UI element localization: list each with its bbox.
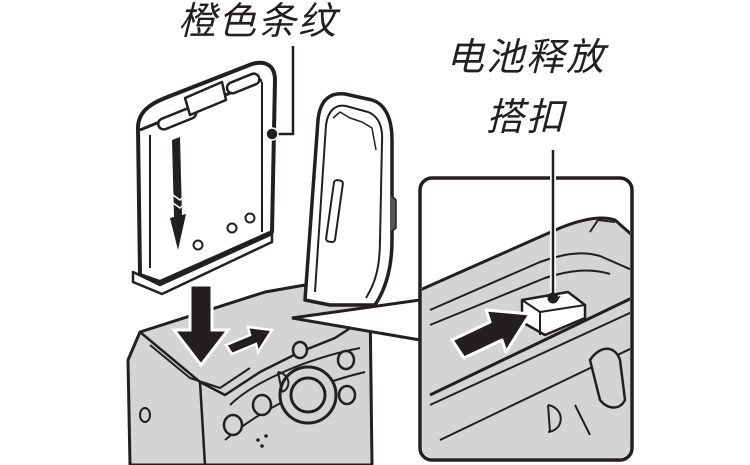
battery-chamber-door bbox=[303, 91, 397, 307]
orange-stripe-label: 橙色条纹 bbox=[178, 0, 339, 43]
battery-latch-label-line1: 电池释放 bbox=[446, 35, 607, 79]
arrow-push-latch-small-icon bbox=[224, 325, 275, 356]
battery-latch-label-line2: 搭扣 bbox=[486, 95, 567, 139]
latch-detail-callout bbox=[418, 176, 634, 462]
orange-stripe-leader bbox=[265, 46, 296, 141]
arrow-down-insert-icon bbox=[170, 283, 232, 368]
battery-latch-leader bbox=[547, 145, 559, 304]
battery-pack bbox=[131, 60, 277, 296]
